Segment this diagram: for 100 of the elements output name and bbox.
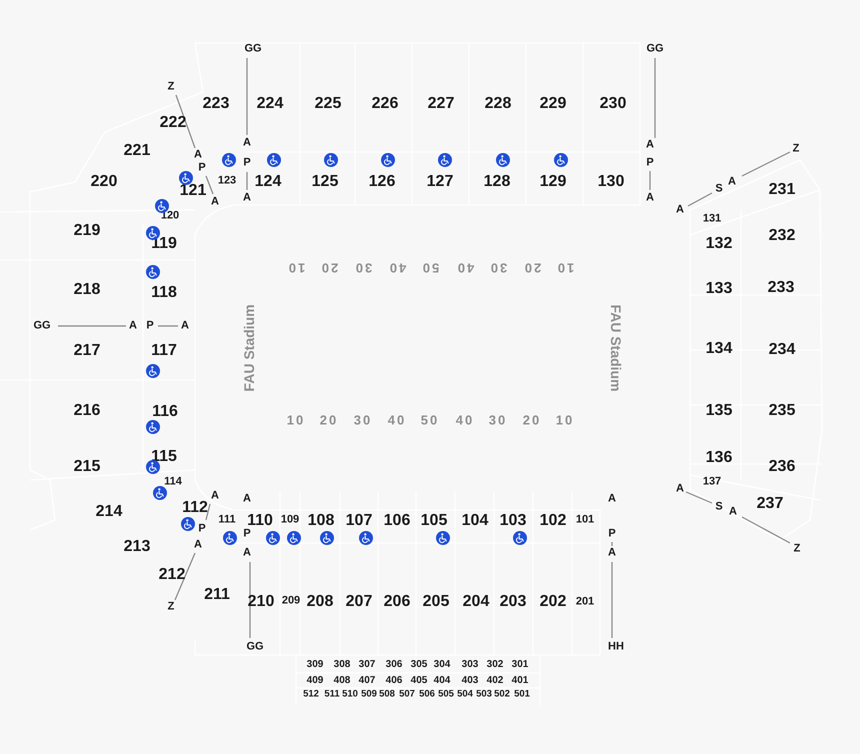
section-number: 104 (462, 513, 488, 529)
section-number: 230 (600, 96, 626, 112)
section-number: 308 (334, 660, 350, 670)
section-number: 301 (512, 660, 528, 670)
aisle-letter: P (608, 528, 616, 540)
section-number: 304 (434, 660, 450, 670)
aisle-letter: A (243, 548, 251, 558)
field-text: FAU Stadium (609, 304, 623, 392)
yard-number: 20 (522, 414, 542, 426)
section-number: 106 (384, 513, 410, 529)
section-number: 130 (598, 174, 624, 190)
section-number: 131 (702, 214, 722, 224)
section-number: 129 (540, 174, 566, 190)
section-number: 233 (768, 280, 794, 296)
section-number: 220 (90, 174, 118, 190)
section-number: 409 (306, 676, 324, 686)
section-number: 212 (158, 567, 186, 583)
section-number: 223 (202, 96, 230, 112)
section-number: 402 (486, 676, 504, 686)
section-number: 303 (462, 660, 478, 670)
section-number: 218 (74, 282, 100, 298)
section-number: 215 (74, 459, 100, 475)
section-number: 206 (384, 594, 410, 610)
section-number: 227 (428, 96, 454, 112)
aisle-letter: A (194, 150, 202, 160)
section-number: 127 (426, 174, 454, 190)
section-number: 101 (576, 514, 594, 526)
section-number: 222 (160, 115, 186, 131)
aisle-letter: P (646, 158, 654, 168)
section-number: 137 (702, 476, 722, 488)
aisle-letter: A (243, 138, 251, 148)
aisle-letter: P (146, 320, 154, 332)
section-number: 229 (540, 96, 566, 112)
section-number: 232 (768, 228, 796, 244)
aisle-letter: GG (33, 320, 51, 332)
section-number: 207 (346, 594, 372, 610)
section-number: 110 (247, 513, 273, 529)
yard-number: 10 (286, 262, 306, 274)
aisle-letter: A (181, 320, 189, 332)
section-number: 133 (706, 281, 732, 297)
aisle-letter: Z (168, 602, 174, 612)
section-number: 135 (706, 403, 732, 419)
aisle-letter: A (646, 192, 654, 204)
section-number: 228 (484, 96, 512, 112)
section-number: 123 (218, 176, 236, 186)
section-number: 504 (457, 689, 473, 699)
section-number: 235 (768, 403, 796, 419)
aisle-letter: A (211, 490, 219, 502)
aisle-letter: P (243, 528, 251, 540)
section-number: 103 (500, 513, 526, 529)
aisle-letter: A (676, 484, 684, 494)
section-number: 114 (164, 476, 182, 488)
yard-number: 40 (456, 414, 474, 426)
section-number: 307 (358, 660, 376, 670)
section-number: 210 (248, 594, 274, 610)
section-number: 109 (280, 514, 300, 526)
section-number: 510 (342, 689, 358, 699)
section-number: 406 (386, 676, 402, 686)
section-number: 205 (422, 594, 450, 610)
aisle-letter: GG (246, 642, 264, 652)
aisle-letter: A (243, 494, 251, 504)
section-number: 401 (512, 676, 528, 686)
yard-number: 20 (320, 262, 338, 274)
section-number: 226 (372, 96, 398, 112)
section-number: 203 (500, 594, 526, 610)
section-number: 501 (514, 689, 530, 699)
yard-number: 40 (456, 262, 474, 274)
section-number: 124 (254, 174, 282, 190)
section-number: 234 (768, 342, 796, 358)
section-number: 309 (306, 660, 324, 670)
section-number: 132 (706, 236, 732, 252)
yard-number: 10 (556, 262, 574, 274)
section-number: 507 (399, 689, 415, 699)
section-number: 209 (282, 596, 300, 606)
section-number: 211 (204, 587, 230, 603)
section-number: 134 (706, 341, 732, 357)
yard-number: 50 (420, 262, 440, 274)
aisle-letter: GG (244, 44, 262, 54)
section-number: 202 (540, 594, 566, 610)
field-text: FAU Stadium (242, 304, 256, 392)
aisle-letter: GG (646, 44, 664, 54)
section-number: 302 (486, 660, 504, 670)
section-number: 224 (256, 96, 284, 112)
aisle-letter: A (129, 320, 137, 332)
section-number: 213 (124, 539, 150, 555)
aisle-letter: HH (608, 642, 624, 652)
yard-number: 40 (388, 262, 406, 274)
aisle-letter: P (198, 162, 206, 174)
section-number: 128 (484, 174, 510, 190)
section-number: 111 (218, 514, 236, 526)
section-number: 236 (768, 459, 796, 475)
aisle-letter: A (608, 548, 616, 558)
aisle-letter: P (243, 158, 251, 168)
section-number: 136 (706, 450, 732, 466)
yard-number: 10 (556, 414, 574, 426)
aisle-letter: A (728, 176, 736, 188)
section-number: 216 (74, 403, 100, 419)
aisle-letter: Z (168, 82, 174, 92)
section-number: 306 (386, 660, 402, 670)
yard-number: 50 (420, 414, 440, 426)
